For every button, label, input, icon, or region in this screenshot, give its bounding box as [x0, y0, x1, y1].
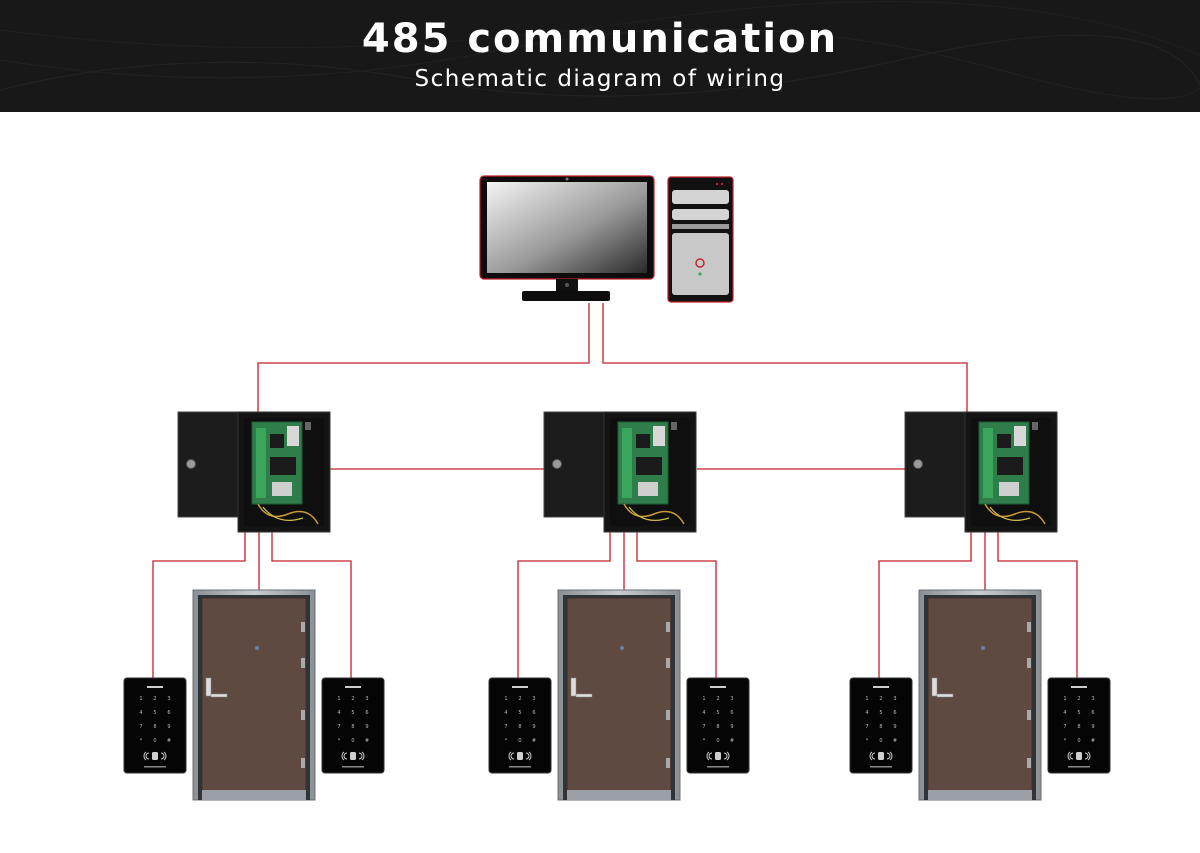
header-banner: 485 communication Schematic diagram of w…: [0, 0, 1200, 112]
wire-ctrl2-right-reader: [636, 532, 717, 678]
door-2: [557, 589, 681, 801]
pc-tower-icon: [667, 176, 734, 303]
wire-ctrl2-left-reader: [517, 532, 611, 678]
banner-texture: [0, 0, 1200, 100]
keypad-reader-3-left: [849, 677, 913, 774]
keypad-reader-2-right: [686, 677, 750, 774]
access-controller-2: [543, 411, 697, 533]
keypad-reader-3-right: [1047, 677, 1111, 774]
rs485-wires: [152, 303, 1078, 678]
page-title: 485 communication: [361, 16, 839, 62]
keypad-reader-1-right: [321, 677, 385, 774]
keypad-reader-2-left: [488, 677, 552, 774]
access-controller-1: [177, 411, 331, 533]
wire-pc-to-controller-1: [257, 303, 590, 412]
door-3: [918, 589, 1042, 801]
monitor-icon: [479, 175, 655, 301]
wire-pc-to-controller-3: [602, 303, 968, 412]
page-subtitle: Schematic diagram of wiring: [414, 66, 786, 92]
wire-ctrl1-left-reader: [152, 532, 246, 678]
wire-ctrl1-right-reader: [271, 532, 352, 678]
access-controller-3: [904, 411, 1058, 533]
wire-ctrl3-right-reader: [997, 532, 1078, 678]
door-1: [192, 589, 316, 801]
keypad-reader-1-left: [123, 677, 187, 774]
wire-ctrl3-left-reader: [878, 532, 972, 678]
